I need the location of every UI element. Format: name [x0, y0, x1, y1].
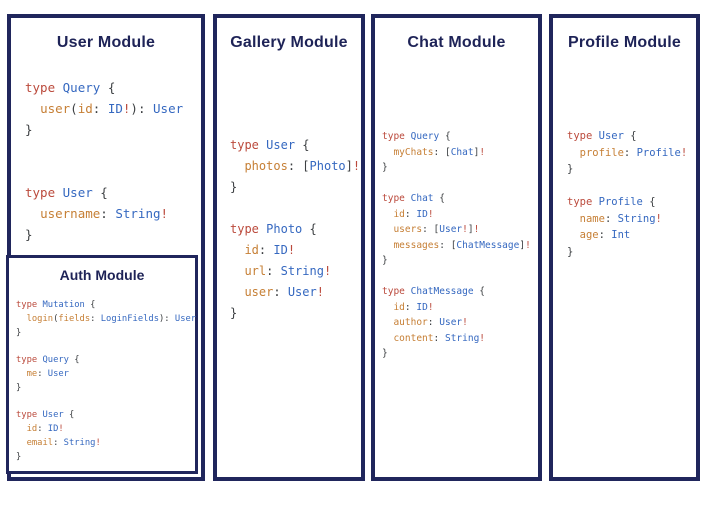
code-block-user-module: type Query { user(id: ID!): User } type …: [25, 80, 184, 242]
panel-title-chat-module: Chat Module: [407, 34, 506, 51]
panel-profile-module: Profile Module type User { profile: Prof…: [549, 14, 700, 481]
code-block-chat-module: type Query { myChats: [Chat]! } type Cha…: [382, 131, 531, 359]
panel-title-user-module: User Module: [56, 34, 156, 51]
panel-title-profile-module: Profile Module: [567, 34, 682, 51]
code-block-auth-module: type Mutation { login(fields: LoginField…: [16, 300, 197, 462]
code-block-profile-module: type User { profile: Profile! } type Pro…: [567, 130, 688, 258]
panel-title-auth-module: Auth Module: [59, 267, 145, 283]
panel-title-gallery-module: Gallery Module: [230, 34, 348, 51]
code-block-gallery-module: type User { photos: [Photo]! } type Phot…: [230, 138, 361, 320]
panel-chat-module: Chat Module type Query { myChats: [Chat]…: [371, 14, 542, 481]
auth-module-box: Auth Module type Mutation { login(fields…: [6, 255, 198, 474]
panel-gallery-module: Gallery Module type User { photos: [Phot…: [213, 14, 365, 481]
